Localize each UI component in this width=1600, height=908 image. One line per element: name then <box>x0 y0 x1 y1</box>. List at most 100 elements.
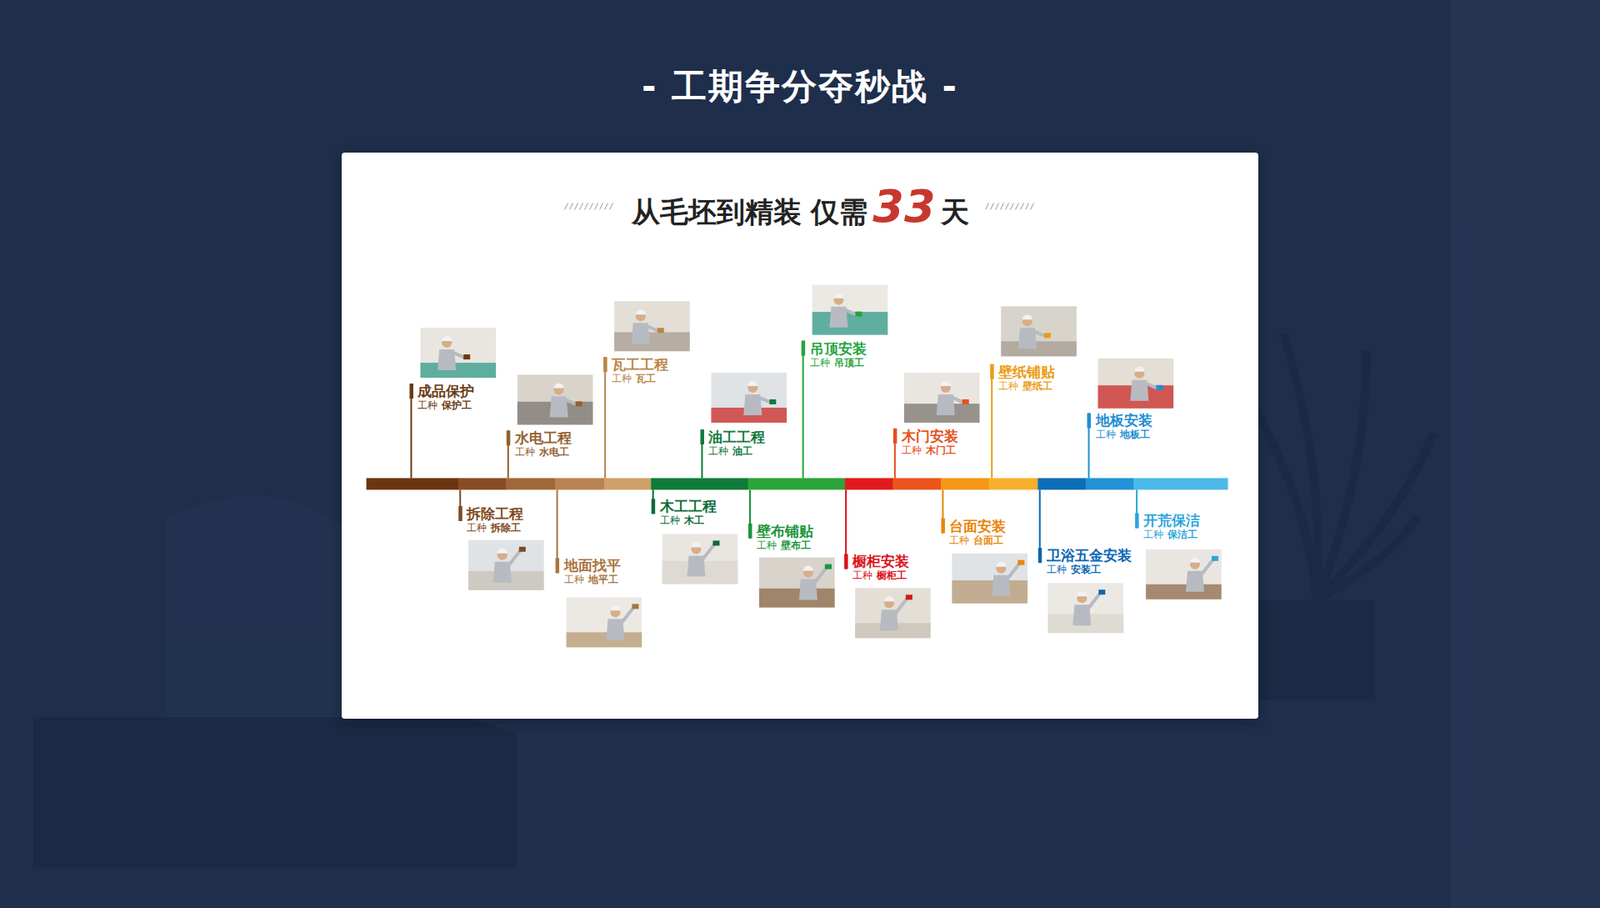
timeline-step: 壁纸铺贴工种壁纸工 <box>998 363 1055 393</box>
tool <box>1098 589 1105 595</box>
bar-segment <box>366 477 460 490</box>
worker-arm <box>845 310 857 315</box>
trade-name: 地平工 <box>588 573 619 585</box>
photo-wall <box>1145 549 1222 600</box>
tool <box>825 564 832 570</box>
timeline-step: 拆除工程工种拆除工 <box>466 505 524 535</box>
worker-arm <box>1088 592 1100 608</box>
bar-segment <box>458 477 507 490</box>
step-name: 台面安装 <box>949 517 1006 535</box>
trade-name: 水电工 <box>539 445 570 458</box>
work-photo <box>1145 549 1222 600</box>
worker-cap <box>833 293 844 299</box>
step-sub: 工种安装工 <box>1046 563 1132 576</box>
slash-mark <box>995 203 1000 210</box>
work-photo <box>662 533 739 584</box>
slash-mark <box>1015 203 1020 210</box>
slash-mark <box>590 203 594 210</box>
worker-arm <box>759 397 771 403</box>
step-name: 油工工程 <box>708 428 765 445</box>
worker-cap <box>554 382 565 388</box>
trade-name: 拆除工 <box>490 521 521 534</box>
step-marker <box>458 505 463 521</box>
photo-floor <box>951 580 1028 604</box>
slash-mark <box>605 203 609 210</box>
photo-wall <box>904 372 980 423</box>
step-sub: 工种保护工 <box>417 399 475 412</box>
work-photo <box>566 596 643 647</box>
sofa-shape <box>166 495 350 717</box>
worker-arm <box>509 550 521 565</box>
bar-segment <box>845 477 894 490</box>
tool <box>855 311 862 317</box>
trade-name: 木门工 <box>925 444 956 456</box>
work-photo <box>951 553 1028 604</box>
timeline-step: 开荒保洁工种保洁工 <box>1143 511 1200 541</box>
step-sub: 工种木工 <box>660 514 717 527</box>
trade-name: 瓦工 <box>635 372 656 385</box>
step-sub: 工种水电工 <box>515 445 572 459</box>
tool <box>631 603 639 609</box>
work-photo <box>1000 305 1077 356</box>
trade-label: 工种 <box>417 399 438 411</box>
step-marker <box>555 557 560 573</box>
plant-leaf <box>1283 333 1319 600</box>
worker-arm <box>895 597 908 613</box>
photo-wall <box>1048 582 1125 633</box>
step-marker <box>801 340 806 356</box>
slash-mark <box>1005 203 1010 210</box>
trade-name: 地板工 <box>1120 428 1150 440</box>
page-title: - 工期争分夺秒战 - <box>0 65 1600 109</box>
table-shape <box>33 716 517 867</box>
white-card <box>341 152 1259 719</box>
slash-mark <box>570 203 574 210</box>
slash-mark <box>1030 203 1035 210</box>
trade-label: 工种 <box>466 521 487 534</box>
step-name: 木门安装 <box>901 427 959 445</box>
day-count: 33 <box>872 180 935 233</box>
work-photo <box>904 372 980 423</box>
photo-floor <box>1000 340 1077 356</box>
trade-name: 壁布工 <box>780 539 811 551</box>
timeline-step: 油工工程工种油工 <box>708 428 765 458</box>
tool <box>575 400 583 406</box>
step-marker <box>1087 412 1092 428</box>
photo-floor <box>1145 584 1222 600</box>
trade-name: 台面工 <box>973 534 1004 546</box>
bar-segment <box>650 477 749 490</box>
timeline-step: 成品保护工种保护工 <box>417 382 475 412</box>
photo-wall <box>566 596 643 647</box>
plant-pot <box>1258 600 1375 700</box>
timeline-step: 橱柜安装工种橱柜工 <box>852 552 910 582</box>
bar-segment <box>1085 477 1135 490</box>
step-name: 木工工程 <box>660 497 717 515</box>
work-photo <box>812 285 889 335</box>
bar-segment <box>505 477 555 490</box>
trade-label: 工种 <box>998 380 1019 392</box>
timeline-step: 卫浴五金安装工种安装工 <box>1046 546 1132 576</box>
bar-segment <box>940 477 990 490</box>
leader-line <box>990 364 993 479</box>
bar-segment <box>1133 477 1228 490</box>
bar-segment <box>989 477 1039 490</box>
work-photo <box>468 540 545 590</box>
trade-label: 工种 <box>564 573 585 585</box>
work-photo <box>1048 582 1125 633</box>
worker-arm <box>453 352 465 358</box>
bar-segment <box>892 477 941 490</box>
trade-label: 工种 <box>660 514 680 526</box>
photos <box>420 285 1221 648</box>
tool <box>712 540 720 545</box>
step-name: 水电工程 <box>515 429 572 446</box>
step-name: 壁布铺贴 <box>756 522 814 540</box>
worker-cap <box>441 335 452 341</box>
step-marker <box>893 428 898 444</box>
step-name: 拆除工程 <box>466 505 524 522</box>
timeline-step: 地板安装工种地板工 <box>1095 411 1153 441</box>
step-marker <box>603 356 608 372</box>
work-photo <box>614 300 690 351</box>
slash-mark <box>595 203 599 210</box>
trade-label: 工种 <box>515 445 535 458</box>
